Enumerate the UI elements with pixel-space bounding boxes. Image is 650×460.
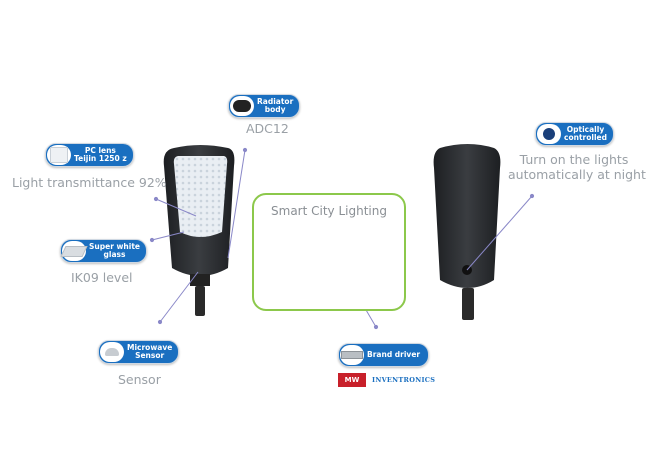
pc-lens-badge: PC lens Teijin 1250 z xyxy=(45,143,134,167)
microwave-sensor-badge: Microwave Sensor xyxy=(98,340,180,364)
radiator-badge-line1: Radiator xyxy=(257,97,294,106)
optical-badge-line2: controlled xyxy=(564,133,607,142)
optical-badge-line1: Optically xyxy=(566,125,605,134)
photocell-icon xyxy=(537,124,561,144)
glass-badge-line1: Super white xyxy=(89,242,141,251)
smart-city-frame: Smart City Lighting xyxy=(252,193,406,311)
pc-lens-badge-line2: Teijin 1250 z xyxy=(74,154,127,163)
optical-caption-line1: Turn on the lights xyxy=(519,152,629,167)
meanwell-logo: MW xyxy=(338,373,366,387)
pc-lens-icon xyxy=(47,145,71,165)
microwave-sensor-icon xyxy=(100,342,124,362)
radiator-body-icon xyxy=(230,96,254,116)
radiator-badge-line2: body xyxy=(264,105,286,114)
driver-brand-logos: MW INVENTRONICS xyxy=(338,373,435,387)
radiator-body-badge: Radiator body xyxy=(228,94,301,118)
pc-lens-badge-line1: PC lens xyxy=(84,146,116,155)
driver-box-icon xyxy=(340,345,364,365)
microwave-badge-line2: Sensor xyxy=(135,351,165,360)
glass-badge-line2: glass xyxy=(103,250,126,259)
brand-driver-badge: Brand driver xyxy=(338,343,430,367)
pc-lens-caption: Light transmittance 92% xyxy=(12,175,167,190)
optically-controlled-badge: Optically controlled xyxy=(535,122,614,146)
inventronics-logo: INVENTRONICS xyxy=(372,376,436,384)
brand-driver-label: Brand driver xyxy=(367,350,421,359)
glass-badge: Super white glass xyxy=(60,239,148,263)
streetlight-front-view xyxy=(163,145,235,316)
glass-sheet-icon xyxy=(60,241,88,261)
optical-caption-line2: automatically at night xyxy=(508,167,646,182)
microwave-caption: Sensor xyxy=(118,372,161,387)
microwave-badge-line1: Microwave xyxy=(127,343,173,352)
optical-caption: Turn on the lights automatically at nigh… xyxy=(508,152,646,182)
radiator-caption: ADC12 xyxy=(246,121,289,136)
streetlight-back-view xyxy=(433,144,501,320)
smart-city-title: Smart City Lighting xyxy=(271,204,387,218)
glass-caption: IK09 level xyxy=(71,270,133,285)
